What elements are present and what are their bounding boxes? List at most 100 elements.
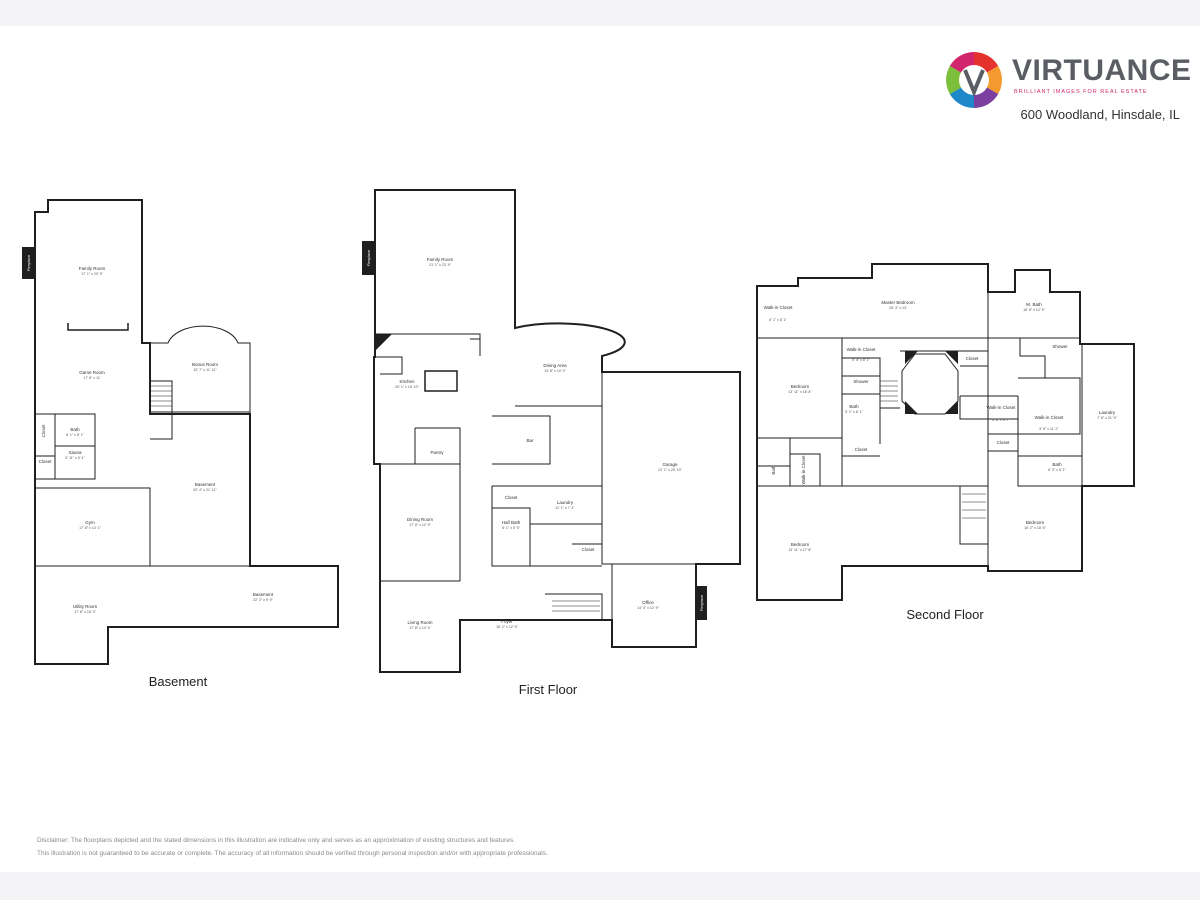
room-label: Shower <box>1052 344 1068 349</box>
room-dimensions: 20' 4" x 21' 11" <box>193 488 217 492</box>
room-dimensions: 9' 8" x 11' 2" <box>1039 427 1059 431</box>
room-label: Basement <box>253 592 274 597</box>
room-label: Dining Area <box>543 363 567 368</box>
property-address: 600 Woodland, Hinsdale, IL <box>1020 107 1180 122</box>
floor-label-second: Second Floor <box>906 607 984 622</box>
room-label: M. Bath <box>1026 302 1042 307</box>
room-label: Closet <box>505 495 519 500</box>
room-dimensions: 5' 4" x 8' 1" <box>852 358 870 362</box>
master-hall-fill-1 <box>905 351 918 364</box>
room-label: Gym <box>85 520 95 525</box>
floorplan-sheet: VIRTUANCE BRILLIANT IMAGES FOR REAL ESTA… <box>0 26 1200 872</box>
room-dimensions: 22' 2" x 9' 9" <box>253 598 273 602</box>
master-hall-fill-2 <box>945 351 958 364</box>
room-dimensions: 14' 4" x 12' 9" <box>637 606 659 610</box>
room-dimensions: 20' 1" x 15' 10" <box>395 385 419 389</box>
room-label: Bedroom <box>1026 520 1045 525</box>
room-label: Bedroom <box>791 384 810 389</box>
room-label: Walk-in Closet <box>847 347 877 352</box>
room-dimensions: 6' 3" x 5' 1" <box>1048 468 1066 472</box>
room-dimensions: 17' 1" x 23' 9" <box>81 272 103 276</box>
floor-label-basement: Basement <box>149 674 208 689</box>
room-dimensions: 17' 8" x 11' <box>83 376 100 380</box>
room-dimensions: 6' 1" x 8' 1" <box>66 433 84 437</box>
first-floor-fireplace-1 <box>362 241 374 275</box>
room-label: Bath <box>771 465 776 475</box>
room-label: Bath <box>1052 462 1062 467</box>
disclaimer-line-1: Disclaimer: The floorplans depicted and … <box>37 837 515 844</box>
room-label: Walk-in Closet <box>764 305 794 310</box>
room-label: Walk-in Closet <box>987 405 1017 410</box>
room-dimensions: 13' 8" x 10' 2" <box>544 369 566 373</box>
room-dimensions: 17' 8" x 14' 4" <box>409 626 431 630</box>
room-dimensions: 6' 8" x 6' 7" <box>992 418 1010 422</box>
room-label: Bath <box>849 404 859 409</box>
virtuance-logo-icon <box>946 52 1002 108</box>
second-floor-plan <box>756 263 1135 601</box>
room-label: Bonus Room <box>192 362 218 367</box>
room-dimensions: 13' 11" x 17' 8" <box>788 548 812 552</box>
basement-plan <box>34 199 339 665</box>
room-dimensions: 6' 1" x 8' 1" <box>769 318 787 322</box>
room-label: Walk-in Closet <box>1035 415 1065 420</box>
kitchen-corner-fill <box>375 334 392 351</box>
room-label: Family Room <box>427 257 454 262</box>
room-dimensions: 17' 8" x 13' 1" <box>79 526 101 530</box>
master-hall-fill-4 <box>945 401 958 414</box>
room-label: Family Room <box>79 266 106 271</box>
brand-tagline: BRILLIANT IMAGES FOR REAL ESTATE <box>1014 89 1148 95</box>
room-label: Bar <box>526 438 534 443</box>
basement-fireplace-label: Fireplace <box>26 254 31 271</box>
room-label: Bath <box>70 427 80 432</box>
room-label: Laundry <box>557 500 574 505</box>
room-label: Office <box>642 600 654 605</box>
room-label: Living Room <box>407 620 432 625</box>
room-label: Master Bedroom <box>881 300 915 305</box>
room-dimensions: 26' 3" x 13' <box>889 306 907 310</box>
fireplace-label: Fireplace <box>699 594 704 611</box>
room-dimensions: 17' 8" x 12' 9" <box>409 523 431 527</box>
room-label: Closet <box>41 424 46 438</box>
master-hall-fill-3 <box>905 401 918 414</box>
room-label: Closet <box>966 356 980 361</box>
room-dimensions: 16' 2" x 18' 5" <box>1024 526 1046 530</box>
virtuance-logo: VIRTUANCE BRILLIANT IMAGES FOR REAL ESTA… <box>944 50 1192 110</box>
room-label: Shower <box>853 379 869 384</box>
room-dimensions: 16' 8" x 12' 9" <box>1023 308 1045 312</box>
room-dimensions: 5' 1" x 5' 5" <box>502 526 520 530</box>
room-label: Closet <box>582 547 596 552</box>
room-label: Closet <box>855 447 869 452</box>
basement-fireplace <box>22 247 34 279</box>
room-label: Half Bath <box>502 520 521 525</box>
room-label: Closet <box>39 459 53 464</box>
disclaimer-line-2: This illustration is not guaranteed to b… <box>37 850 548 857</box>
room-dimensions: 11' 1" x 7' 4" <box>555 506 575 510</box>
room-label: Sauna <box>68 450 82 455</box>
room-label: Dining Room <box>407 517 433 522</box>
first-floor-plan <box>373 189 741 673</box>
room-label: Bedroom <box>791 542 810 547</box>
room-dimensions: 21' 1" x 23' 9" <box>429 263 451 267</box>
first-floor-fireplace-2 <box>696 586 707 620</box>
room-label: Walk-in Closet <box>801 455 806 485</box>
brand-name: VIRTUANCE <box>1012 54 1192 87</box>
room-label: Pantry <box>430 450 444 455</box>
floor-plans: Fireplace Family Room 17' 1" x 23' 9" Ga… <box>22 189 1135 697</box>
room-label: Foyer <box>501 619 513 624</box>
room-dimensions: 7' 8" x 21' 9" <box>1097 416 1117 420</box>
room-dimensions: 5' 1" x 8' 1" <box>845 410 863 414</box>
room-dimensions: 16' 2" x 12' 5" <box>496 625 518 629</box>
room-label: Closet <box>997 440 1011 445</box>
floor-label-first: First Floor <box>519 682 578 697</box>
room-dimensions: 17' 8" x 16' 3" <box>74 610 96 614</box>
room-label: Kitchen <box>399 379 415 384</box>
room-label: Utility Room <box>73 604 98 609</box>
room-label: Garage <box>662 462 678 467</box>
fireplace-label: Fireplace <box>366 249 371 266</box>
room-label: Laundry <box>1099 410 1116 415</box>
room-dimensions: 13' 11" x 16' 8" <box>788 390 812 394</box>
room-dimensions: 21' 1" x 25' 10" <box>658 468 682 472</box>
room-dimensions: 5' 11" x 5' 4" <box>65 456 85 460</box>
room-label: Basement <box>195 482 216 487</box>
room-dimensions: 15' 7" x 11' 11" <box>193 368 217 372</box>
